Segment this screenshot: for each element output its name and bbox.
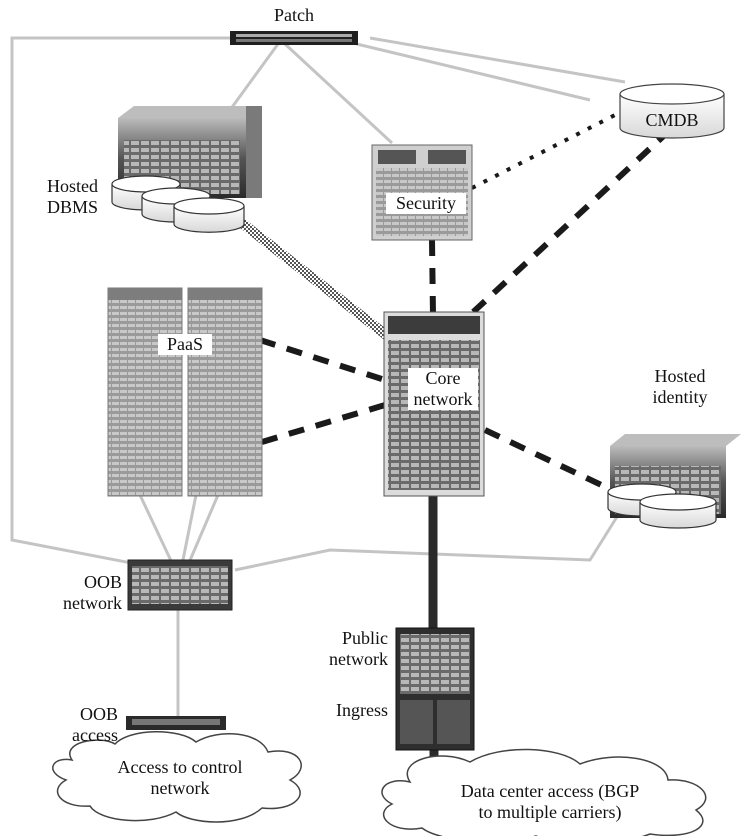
- oob-network-label: OOB network: [63, 572, 122, 613]
- paas-label: PaaS: [158, 334, 212, 355]
- core-chassis: [383, 311, 485, 497]
- paas-racks: [107, 287, 263, 497]
- cmdb-label: CMDB: [645, 110, 699, 130]
- link-patch-oob-loop: [10, 36, 230, 574]
- link-security-cmdb: [471, 113, 616, 190]
- hosted-dbms-label: Hosted DBMS: [46, 176, 98, 217]
- link-paas-oob-a: [138, 494, 175, 566]
- cloud-control-network: [52, 731, 302, 823]
- hosted-identity-label: Hosted identity: [652, 366, 708, 407]
- public-network-label: Public network: [329, 628, 388, 669]
- link-paas-oob-c: [180, 494, 198, 566]
- datacenter-access-cloud-label: Data center access (BGP to multiple carr…: [460, 781, 640, 822]
- link-patch-dbms: [228, 43, 280, 111]
- link-patch-cmdb-b: [369, 36, 626, 84]
- dbms-disks: [111, 175, 245, 233]
- identity-disks: [607, 483, 717, 529]
- link-dbms-core: [234, 216, 394, 342]
- security-label: Security: [386, 193, 466, 214]
- link-patch-security: [283, 42, 394, 145]
- oob-switch: [127, 559, 233, 611]
- link-core-paas-a: [259, 337, 386, 383]
- link-core-paas-b: [261, 402, 386, 445]
- link-core-identity: [483, 427, 614, 493]
- thin-links: [10, 36, 626, 720]
- oob-access-device: [126, 716, 226, 730]
- link-security-core: [429, 239, 436, 316]
- link-cmdb-core: [467, 127, 673, 318]
- link-patch-cmdb-a: [339, 38, 591, 102]
- link-oob-identity: [234, 511, 622, 572]
- core-network-label: Core network: [408, 368, 478, 410]
- control-network-cloud-label: Access to control network: [117, 757, 243, 798]
- dashed-links: [259, 127, 673, 493]
- ingress-rack: [395, 627, 475, 751]
- cmdb-cylinder: [619, 83, 725, 139]
- ingress-label: Ingress: [336, 700, 388, 720]
- patch-panel: [230, 31, 358, 45]
- cloud-datacenter: [381, 748, 707, 836]
- oob-access-label: OOB access: [72, 704, 118, 745]
- link-paas-oob-b: [186, 494, 220, 566]
- patch-label: Patch: [274, 5, 314, 25]
